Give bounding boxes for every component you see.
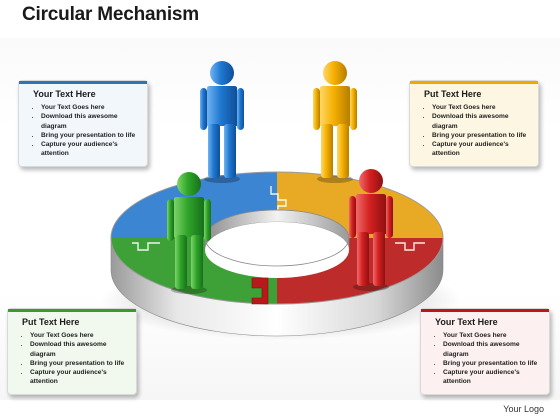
box-heading: Your Text Here [435, 317, 498, 327]
diagram-stage: Your Text Here Your Text Goes here Downl… [0, 38, 560, 400]
box-bullet-list: Your Text Goes here Download this awesom… [421, 331, 549, 394]
bullet-item: Capture your audience's attention [432, 140, 532, 159]
logo-text: Your Logo [503, 404, 544, 414]
text-box-top-left: Your Text Here Your Text Goes here Downl… [18, 80, 148, 167]
figure-blue-person [200, 61, 244, 183]
text-box-bottom-left: Put Text Here Your Text Goes here Downlo… [7, 308, 137, 395]
box-bullet-list: Your Text Goes here Download this awesom… [8, 331, 136, 394]
box-bullet-list: Your Text Goes here Download this awesom… [19, 103, 147, 166]
box-heading: Put Text Here [22, 317, 80, 327]
ring-center-hole [205, 222, 349, 278]
bullet-item: Your Text Goes here [41, 103, 141, 112]
bullet-item: Your Text Goes here [432, 103, 532, 112]
puzzle-tab-front [251, 277, 269, 305]
text-box-top-right: Put Text Here Your Text Goes here Downlo… [409, 80, 539, 167]
figure-green-person [167, 172, 211, 294]
box-bullet-list: Your Text Goes here Download this awesom… [410, 103, 538, 166]
bullet-item: Download this awesome diagram [443, 340, 543, 359]
figure-red-person [349, 169, 393, 291]
puzzle-tab-right [395, 242, 425, 251]
bullet-item: Capture your audience's attention [443, 368, 543, 387]
bullet-item: Download this awesome diagram [41, 112, 141, 131]
bullet-item: Download this awesome diagram [30, 340, 130, 359]
figure-yellow-person [313, 61, 357, 183]
bullet-item: Bring your presentation to life [30, 359, 130, 368]
bullet-item: Capture your audience's attention [30, 368, 130, 387]
bullet-item: Download this awesome diagram [432, 112, 532, 131]
puzzle-tab-left [132, 242, 160, 251]
box-accent-bar [421, 309, 549, 312]
bullet-item: Capture your audience's attention [41, 140, 141, 159]
bullet-item: Bring your presentation to life [41, 131, 141, 140]
text-box-bottom-right: Your Text Here Your Text Goes here Downl… [420, 308, 550, 395]
box-heading: Put Text Here [424, 89, 482, 99]
bullet-item: Your Text Goes here [443, 331, 543, 340]
box-accent-bar [19, 81, 147, 84]
bullet-item: Your Text Goes here [30, 331, 130, 340]
box-accent-bar [410, 81, 538, 84]
circular-mechanism-diagram [101, 61, 461, 340]
page-title: Circular Mechanism [22, 4, 199, 25]
box-accent-bar [8, 309, 136, 312]
bullet-item: Bring your presentation to life [443, 359, 543, 368]
bullet-item: Bring your presentation to life [432, 131, 532, 140]
box-heading: Your Text Here [33, 89, 96, 99]
ring-outer-edge [110, 171, 444, 305]
